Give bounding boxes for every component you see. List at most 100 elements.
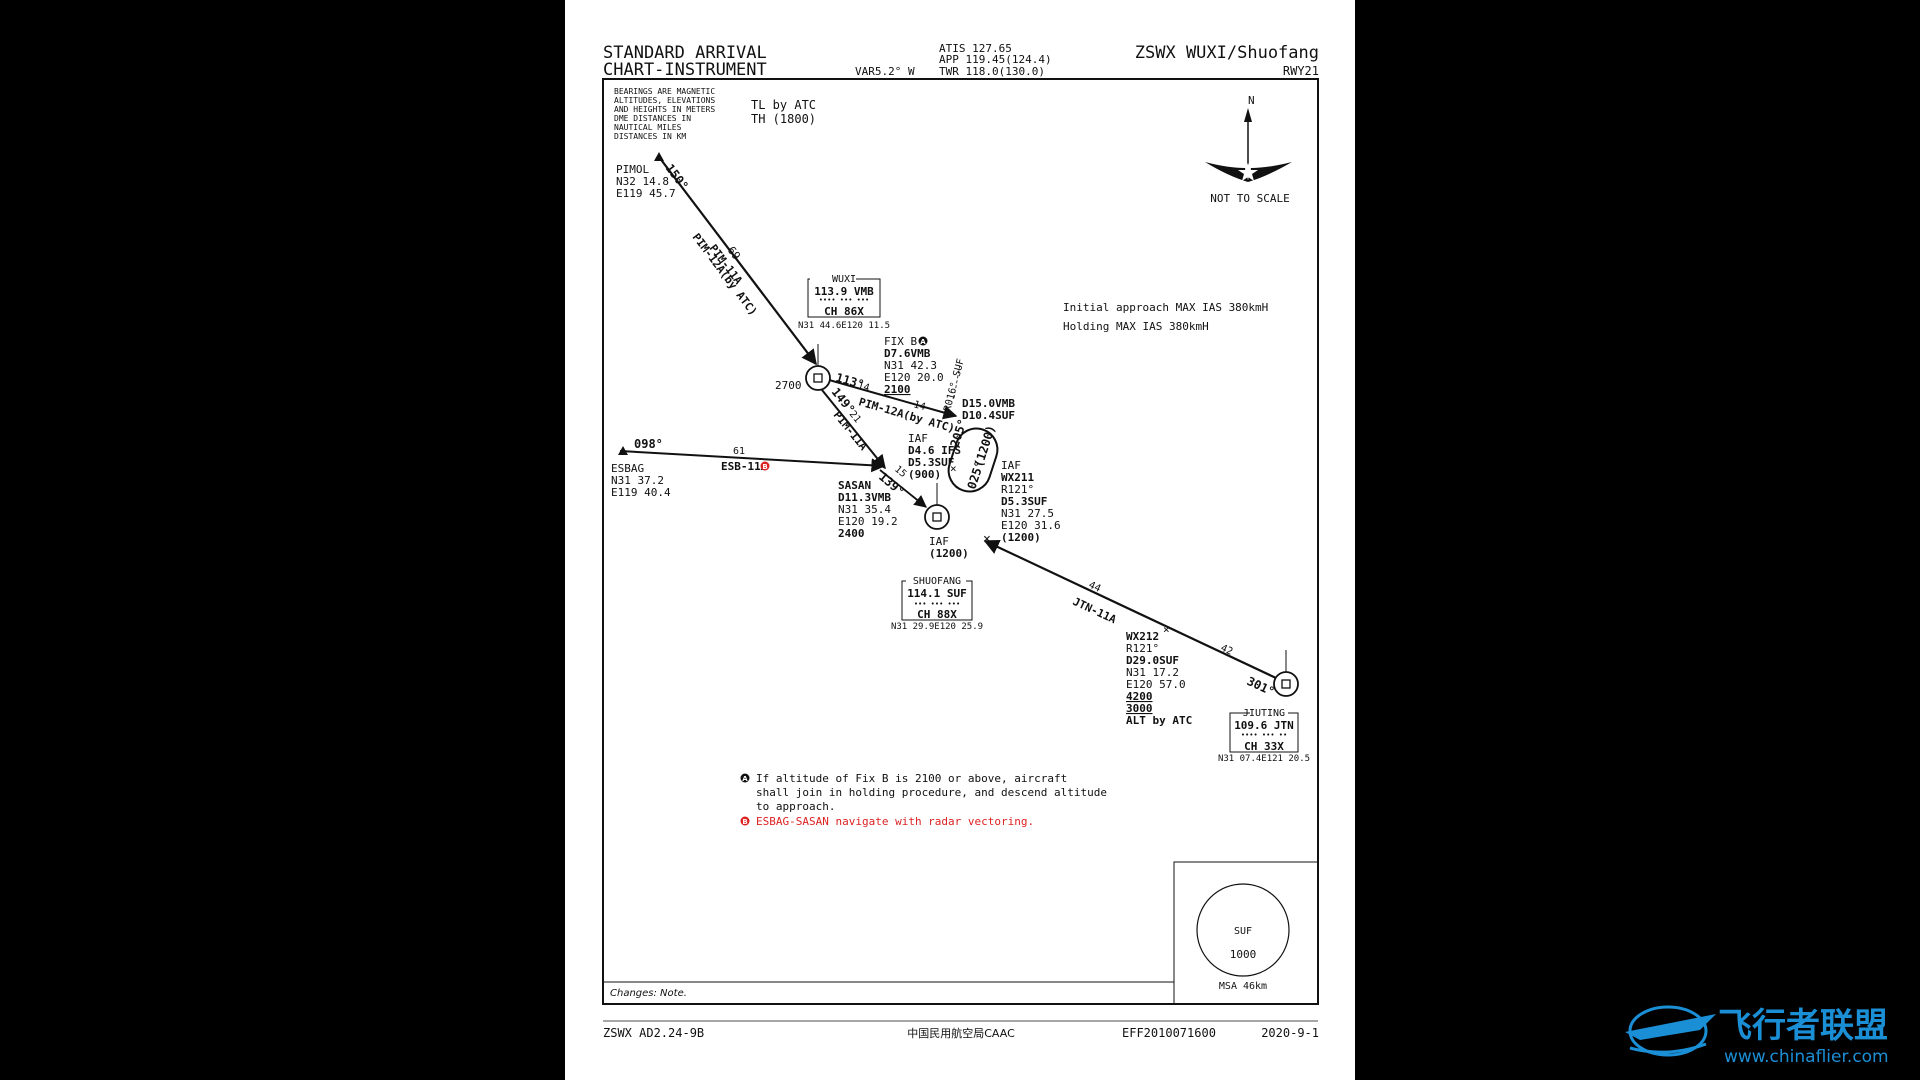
svg-text:D29.0SUF: D29.0SUF [1126,654,1179,667]
svg-text:N31 37.2: N31 37.2 [611,474,664,487]
esbag-triangle-icon [618,446,628,455]
svg-text:D5.3SUF: D5.3SUF [908,456,954,469]
svg-text:A: A [920,338,926,346]
fix-wx212: WX212 R121° D29.0SUF N31 17.2 E120 57.0 … [1126,630,1192,727]
svg-text:E119 40.4: E119 40.4 [611,486,671,499]
north-label: N [1248,94,1255,107]
svg-text:N31 42.3: N31 42.3 [884,359,937,372]
speed-note-holding: Holding MAX IAS 380kmH [1063,320,1209,333]
route-wuxi-fixb [821,377,958,420]
svg-text:ALTITUDES, ELEVATIONS: ALTITUDES, ELEVATIONS [614,96,715,105]
svg-text:N31 29.9E120 25.9: N31 29.9E120 25.9 [891,622,983,632]
svg-text:CH 33X: CH 33X [1244,740,1284,753]
svg-text:A: A [742,775,748,783]
svg-text:NAUTICAL MILES: NAUTICAL MILES [614,123,682,132]
wuxi-fixb-dist: 14 [856,380,871,394]
route-sasan-suf [879,469,927,508]
svg-text:CH 88X: CH 88X [917,608,957,621]
msa-box [1173,861,1319,1005]
svg-text:E120 20.0: E120 20.0 [884,371,944,384]
iaf-fix-icon: × [950,462,957,475]
svg-text:CH 86X: CH 86X [824,305,864,318]
svg-text:114.1 SUF: 114.1 SUF [907,587,967,600]
svg-text:N31 17.2: N31 17.2 [1126,666,1179,679]
variation: VAR5.2° W [855,65,915,78]
svg-text:AND HEIGHTS IN METERS: AND HEIGHTS IN METERS [614,105,715,114]
wx211-fix-icon: × [983,532,991,547]
svg-text:SHUOFANG: SHUOFANG [913,576,961,587]
footer-authority: 中国民用航空局CAAC [907,1026,1015,1040]
svg-text:B: B [762,463,767,471]
chart-frame [602,78,1319,1005]
fixb-d15-dist: 14 [912,399,927,413]
svg-text:D15.0VMB: D15.0VMB [962,397,1015,410]
jiuting-vor-icon [1273,650,1299,697]
jtn-dist-44: 44 [1087,580,1103,595]
airport-name: ZSWX WUXI/Shuofang [1135,43,1319,63]
esb-11a-label: ESB-11A [721,460,768,473]
note-b-marker-icon: B [760,461,770,471]
svg-text:4200: 4200 [1126,690,1153,703]
fix-iaf-ifs: IAF D4.6 IFS D5.3SUF (900) [908,432,961,481]
footer-page-id: ZSWX AD2.24-9B [603,1026,704,1040]
svg-text:(900): (900) [908,468,941,481]
svg-text:BEARINGS ARE MAGNETIC: BEARINGS ARE MAGNETIC [614,87,715,96]
chart-paper [565,0,1355,1080]
svg-text:2100: 2100 [884,383,911,396]
svg-text:IAF: IAF [929,535,949,548]
svg-text:N31 35.4: N31 35.4 [838,503,891,516]
watermark-title: 飞行者联盟 [1718,1006,1888,1046]
route-wuxi-sasan [817,384,886,470]
svg-text:E119 45.7: E119 45.7 [616,187,676,200]
pim-dist: 69 [725,244,743,262]
not-to-scale: NOT TO SCALE [1210,192,1289,205]
esb-course: 098° [634,437,663,451]
svg-text:113.9 VMB: 113.9 VMB [814,285,874,298]
units-note: BEARINGS ARE MAGNETIC ALTITUDES, ELEVATI… [614,87,715,141]
footer-date: 2020-9-1 [1261,1026,1319,1040]
svg-text:E120 31.6: E120 31.6 [1001,519,1061,532]
navaid-shuofang: SHUOFANG 114.1 SUF ••• ••• ••• CH 88X N3… [891,576,983,632]
route-esbag-sasan [619,450,886,473]
svg-text:SUF: SUF [1234,926,1252,937]
title-line2: CHART-INSTRUMENT [603,60,767,80]
svg-text:shall join in holding procedur: shall join in holding procedure, and des… [756,786,1107,799]
svg-text:E120 57.0: E120 57.0 [1126,678,1186,691]
svg-text:D10.4SUF: D10.4SUF [962,409,1015,422]
fix-d15: D15.0VMB D10.4SUF [962,397,1015,422]
navaid-wuxi: WUXI 113.9 VMB •••• ••• ••• CH 86X N31 4… [798,274,890,331]
svg-text:D5.3SUF: D5.3SUF [1001,495,1047,508]
fix-esbag: ESBAG N31 37.2 E119 40.4 [611,462,671,499]
svg-text:N31 07.4E121 20.5: N31 07.4E121 20.5 [1218,754,1310,764]
svg-text:JIUTING: JIUTING [1243,708,1285,719]
fix-wx211: IAF WX211 R121° D5.3SUF N31 27.5 E120 31… [1001,459,1061,544]
svg-text:2400: 2400 [838,527,865,540]
watermark-url: www.chinaflier.com [1724,1047,1889,1067]
fix-sasan: SASAN D11.3VMB N31 35.4 E120 19.2 2400 [838,479,898,540]
fix-pimol: PIMOL N32 14.8 E119 45.7 [616,163,676,200]
svg-text:MSA 46km: MSA 46km [1219,981,1267,992]
app-freq: APP 119.45(124.4) [939,53,1052,66]
svg-text:E120 19.2: E120 19.2 [838,515,898,528]
transition-level: TL by ATC [751,98,816,112]
svg-text:WUXI: WUXI [832,274,856,285]
esb-dist: 61 [733,446,745,457]
svg-text:SASAN: SASAN [838,479,871,492]
shuofang-vor-icon [924,483,950,530]
svg-text:B: B [742,818,747,826]
footer-effective: EFF2010071600 [1122,1026,1216,1040]
svg-text:IAF: IAF [908,432,928,445]
pimol-triangle-icon [654,152,664,161]
svg-text:N31 27.5: N31 27.5 [1001,507,1054,520]
route-pim [658,156,817,366]
svg-text:R121°: R121° [1126,642,1159,655]
svg-text:DISTANCES IN KM: DISTANCES IN KM [614,132,686,141]
svg-text:IAF: IAF [1001,459,1021,472]
svg-text:WX212: WX212 [1126,630,1159,643]
jtn-dist-42: 42 [1219,643,1235,658]
svg-text:D11.3VMB: D11.3VMB [838,491,891,504]
wuxi-altitude: 2700 [775,379,802,392]
svg-text:to approach.: to approach. [756,800,835,813]
svg-text:N31 44.6E120 11.5: N31 44.6E120 11.5 [798,321,890,331]
